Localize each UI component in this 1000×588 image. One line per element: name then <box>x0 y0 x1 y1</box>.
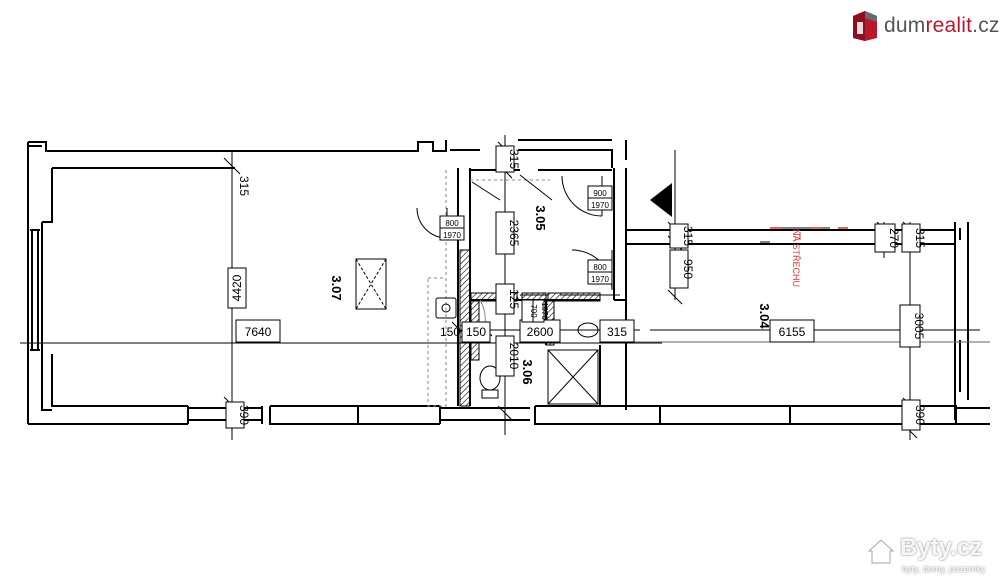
svg-text:1970: 1970 <box>591 275 609 284</box>
dim-125: 125 <box>495 283 521 315</box>
dim-315-door: 315 <box>599 319 635 343</box>
logo-text: dumrealit.cz <box>884 14 1000 37</box>
svg-text:2365: 2365 <box>507 220 521 247</box>
dim-4420: 4420 <box>227 267 247 309</box>
door-tags: 900 1970 800 1970 800 1970 700 1970 <box>439 185 613 323</box>
room-3-04: 3.04 <box>757 303 772 329</box>
svg-text:4420: 4420 <box>230 274 244 301</box>
door-tag-800-b: 800 1970 <box>587 259 613 285</box>
dim-2010: 2010 <box>495 335 521 377</box>
svg-text:2010: 2010 <box>507 343 521 370</box>
svg-text:6155: 6155 <box>779 325 806 339</box>
svg-text:315: 315 <box>913 228 927 248</box>
room-3-07: 3.07 <box>329 275 344 300</box>
dim-3005: 3005 <box>899 304 926 348</box>
svg-text:315: 315 <box>507 149 521 169</box>
dim-270: 270 <box>874 223 901 253</box>
door-tag-900: 900 1970 <box>587 185 613 211</box>
door-tag-800-a: 800 1970 <box>439 215 465 241</box>
svg-text:800: 800 <box>593 263 607 272</box>
dumrealit-logo[interactable]: dumrealit.cz <box>852 8 1000 44</box>
svg-text:270: 270 <box>887 228 901 248</box>
skylight-symbol <box>355 258 387 310</box>
dim-150-b: 150 <box>461 321 491 343</box>
dim-150-a: 150 <box>440 325 460 339</box>
svg-text:900: 900 <box>593 189 607 198</box>
svg-text:700: 700 <box>529 304 538 318</box>
svg-text:1970: 1970 <box>443 231 461 240</box>
room-3-06: 3.06 <box>520 359 535 384</box>
svg-text:150: 150 <box>466 325 486 339</box>
svg-text:315: 315 <box>237 176 251 196</box>
roof-note: NA STŘECHU <box>791 229 801 287</box>
dim-390-right: 390 <box>901 399 927 431</box>
svg-text:390: 390 <box>913 405 927 425</box>
svg-text:3005: 3005 <box>912 313 926 340</box>
triangle-marker <box>650 183 672 217</box>
room-labels: 3.07 3.05 3.06 3.04 <box>329 205 772 384</box>
dim-315-top: 315 <box>495 145 521 173</box>
dim-950: 950 <box>669 249 695 289</box>
door-tag-700: 700 1970 <box>521 299 549 323</box>
byty-watermark: Byty.cz byty, domy, pozemky <box>866 534 992 578</box>
dim-7640: 7640 <box>235 319 281 343</box>
room-3-05: 3.05 <box>533 205 548 230</box>
dim-6155: 6155 <box>769 319 815 343</box>
logo-mark-icon <box>853 11 877 41</box>
dimension-labels: 315 4420 390 315 2365 125 2010 315 <box>225 145 927 431</box>
dim-390-left: 390 <box>225 401 251 429</box>
dim-2365: 2365 <box>495 211 521 255</box>
watermark-brand: Byty.cz <box>900 534 983 561</box>
svg-text:1970: 1970 <box>540 302 549 320</box>
svg-text:800: 800 <box>445 219 459 228</box>
svg-text:7640: 7640 <box>245 325 272 339</box>
svg-text:315: 315 <box>681 226 695 246</box>
dim-2600: 2600 <box>519 319 561 343</box>
svg-text:390: 390 <box>237 405 251 425</box>
house-icon <box>866 537 896 565</box>
dim-315-left: 315 <box>237 176 251 196</box>
dim-315-mid: 315 <box>669 223 695 249</box>
svg-text:1970: 1970 <box>591 201 609 210</box>
svg-text:125: 125 <box>507 289 521 309</box>
svg-text:315: 315 <box>607 325 627 339</box>
walls <box>27 139 990 425</box>
svg-text:150: 150 <box>440 325 460 339</box>
svg-text:2600: 2600 <box>527 325 554 339</box>
dim-315-right: 315 <box>901 223 927 253</box>
svg-text:950: 950 <box>681 259 695 279</box>
watermark-tagline: byty, domy, pozemky <box>902 564 986 574</box>
